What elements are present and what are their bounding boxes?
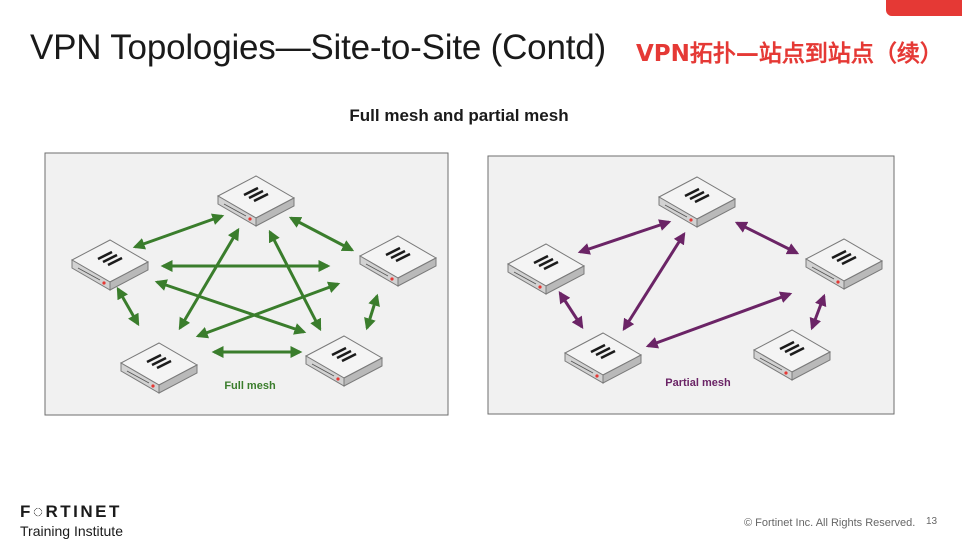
partial-mesh-label: Partial mesh <box>665 377 731 389</box>
page-number: 13 <box>926 516 938 527</box>
slide-title: VPN Topologies—Site-to-Site (Contd) <box>30 28 606 67</box>
slide-title-chinese: VPN拓扑—站点到站点（续） <box>636 41 943 67</box>
full-mesh-links <box>116 213 380 358</box>
diagram-subtitle: Full mesh and partial mesh <box>349 106 569 125</box>
corner-accent-tab <box>886 0 962 16</box>
copyright-notice: © Fortinet Inc. All Rights Reserved. <box>744 517 916 529</box>
fortinet-logo: F◌RTINET <box>20 502 122 521</box>
partial-mesh-links <box>558 219 827 349</box>
training-institute-label: Training Institute <box>20 523 123 539</box>
full-mesh-label: Full mesh <box>224 380 276 392</box>
